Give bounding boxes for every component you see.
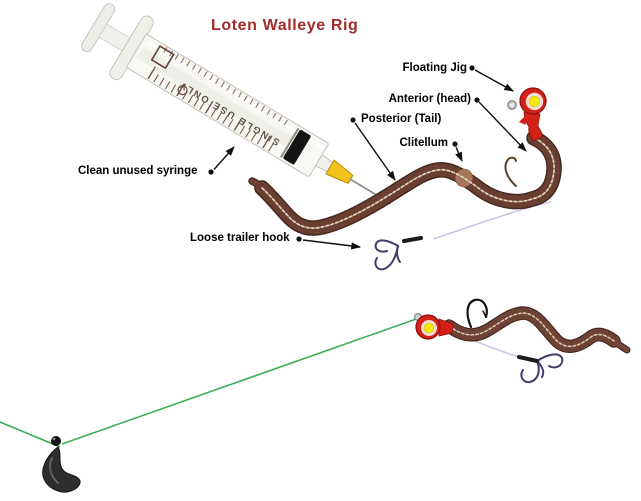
jig-eye-bottom: [423, 322, 435, 334]
hook-crimp-bottom: [517, 355, 539, 363]
bead-highlight: [52, 437, 56, 441]
arrow-trailer-hook: [302, 239, 362, 250]
worm-lateral-line: [261, 137, 555, 229]
bullet-clean-syringe: [208, 169, 214, 175]
slip-sinker: [42, 446, 81, 493]
trailer-line: [432, 201, 552, 240]
label-clitellum: Clitellum: [399, 137, 448, 149]
jig-collar: [523, 111, 543, 142]
diagram-title: Loten Walleye Rig: [211, 17, 359, 34]
stopper-edge: [280, 127, 300, 158]
floating-jig-upper: [507, 87, 547, 142]
barrel-square-print: [150, 45, 175, 70]
bullet-floating-jig: [469, 65, 475, 71]
trailer-treble-hook-bottom: [517, 353, 564, 384]
bullet-anterior: [474, 97, 480, 103]
line-bead: [51, 436, 61, 446]
leader-line-green: [61, 317, 420, 445]
bullet-trailer-hook: [296, 236, 302, 242]
arrow-posterior: [354, 122, 396, 181]
label-anterior-head: Anterior (head): [388, 93, 471, 105]
label-posterior-tail: Posterior (Tail): [361, 113, 442, 125]
nightcrawler-bottom: [442, 306, 631, 354]
bullet-posterior: [350, 117, 356, 123]
syringe-rod-inside: [136, 47, 294, 149]
jig-eye: [528, 96, 540, 108]
floating-jig-bottom: [414, 313, 454, 340]
syringe: SINGLE USE ONLY: [81, 3, 392, 205]
arrow-anterior: [478, 101, 527, 152]
main-line-green-left: [0, 421, 61, 448]
label-floating-jig: Floating Jig: [402, 62, 467, 74]
loose-trailer-treble-hook: [374, 236, 423, 271]
bullet-clitellum: [452, 141, 458, 147]
needle-hub: [325, 159, 354, 184]
jig-hook-point: [504, 156, 517, 187]
plunger-stopper: [283, 129, 311, 165]
sterile-symbol: [177, 84, 188, 96]
hook-crimp: [402, 236, 423, 243]
label-clean-syringe: Clean unused syringe: [78, 165, 198, 177]
arrow-clean-syringe: [213, 146, 235, 170]
nightcrawler-upper: [248, 130, 562, 236]
callout-arrows: [208, 65, 527, 250]
arrow-clitellum: [455, 146, 463, 163]
label-trailer-hook: Loose trailer hook: [190, 232, 290, 244]
jig-hook-bottom: [466, 298, 488, 329]
arrow-floating-jig: [474, 69, 514, 92]
